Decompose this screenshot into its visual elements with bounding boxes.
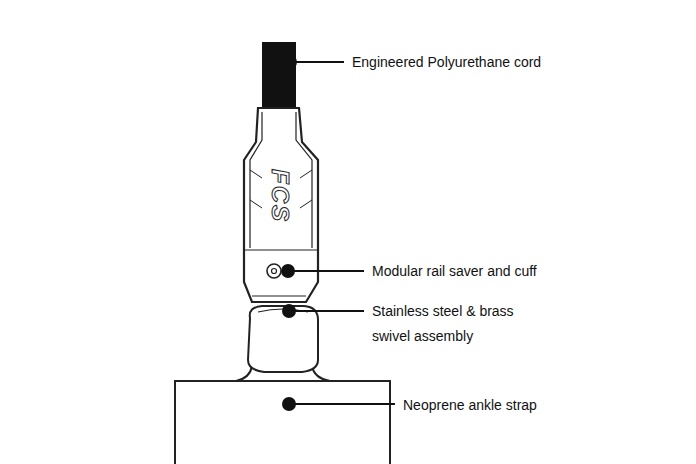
part-label: Engineered Polyurethane cord [352, 50, 541, 75]
ankle-strap [175, 381, 390, 464]
cuff-band [244, 250, 318, 296]
brand-logo: FCS [266, 169, 294, 223]
rail-saver-screw-center [272, 269, 277, 274]
rail-saver-cuff [244, 108, 318, 302]
part-label: Stainless steel & brass swivel assembly [372, 299, 537, 349]
leader-line [290, 61, 344, 63]
rail-saver-screw [267, 264, 281, 278]
leader-line [289, 403, 395, 405]
cuff-groove [250, 112, 312, 248]
swivel-assembly [248, 306, 318, 372]
leader-line [289, 310, 364, 312]
leader-line [288, 270, 364, 272]
part-label: Modular rail saver and cuff [372, 259, 537, 284]
cord [262, 42, 296, 112]
part-label: Neoprene ankle strap [403, 393, 537, 418]
